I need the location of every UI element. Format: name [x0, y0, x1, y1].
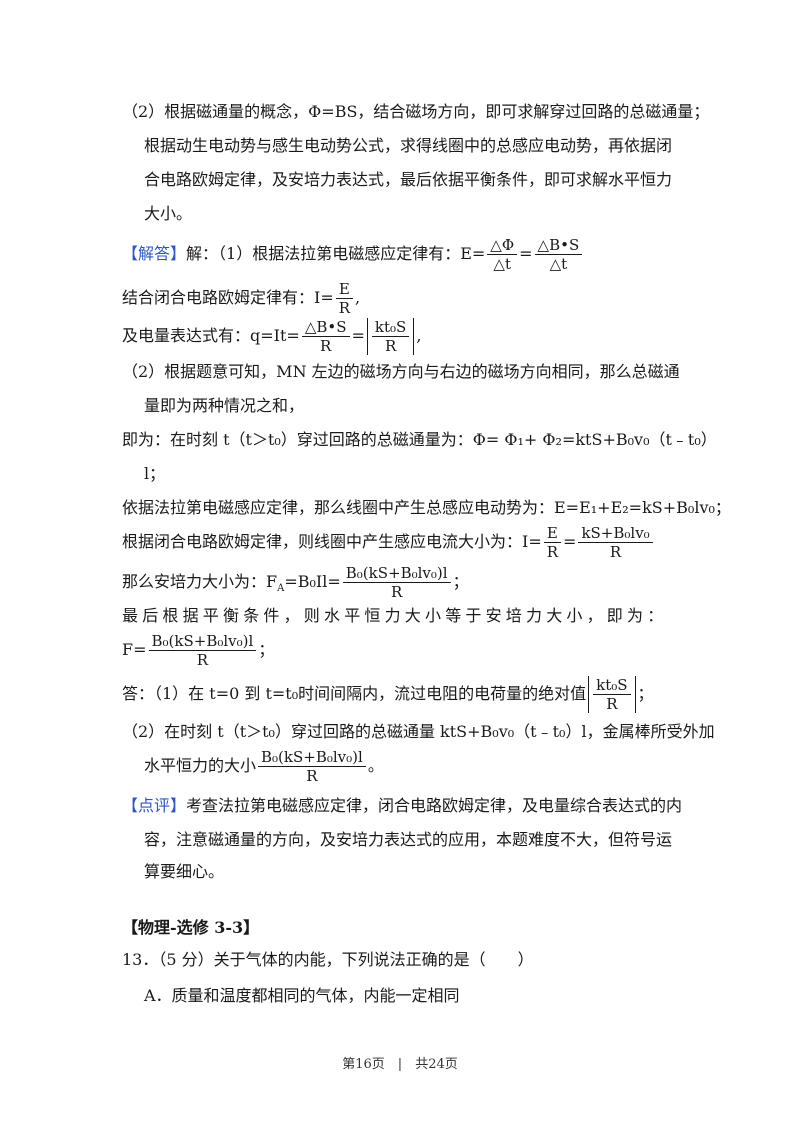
answer-line-1: 【解答】解：（1）根据法拉第电磁感应定律有：E=△Φ△t=△B•S△t — [122, 236, 584, 273]
analysis-line-2: 根据动生电动势与感生电动势公式，求得线圈中的总感应电动势，再依据闭 — [144, 136, 673, 155]
review-tag: 【点评】 — [122, 796, 187, 815]
review-line-2: 容，注意磁通量的方向，及安培力表达式的应用，本题难度不大，但符号运 — [144, 830, 673, 849]
fraction: △B•S△t — [534, 236, 583, 273]
answer-line-7: l； — [144, 464, 166, 483]
answer-line-6: 即为：在时刻 t（t＞t₀）穿过回路的总磁通量为：Φ= Φ₁+ Φ₂=ktS+B… — [122, 430, 717, 449]
review-line-1: 【点评】考查法拉第电磁感应定律，闭合电路欧姆定律，及电量综合表达式的内 — [122, 796, 683, 815]
question-13-stem: 13．（5 分）关于气体的内能，下列说法正确的是（ ） — [122, 950, 534, 969]
answer-line-4: （2）根据题意可知，MN 左边的磁场方向与右边的磁场方向相同，那么总磁通 — [122, 362, 680, 381]
answer-line-11: 最后根据平衡条件，则水平恒力大小等于安培力大小，即为： — [122, 606, 668, 625]
section-heading: 【物理-选修 3-3】 — [122, 918, 260, 937]
review-line-3: 算要细心。 — [144, 862, 225, 881]
answer-tag: 【解答】 — [122, 244, 187, 263]
analysis-line-4: 大小。 — [144, 204, 193, 223]
page-footer: 第16页 | 共24页 — [342, 1057, 458, 1072]
answer-line-14: （2）在时刻 t（t＞t₀）穿过回路的总磁通量 ktS+B₀v₀（t﹣t₀）l，… — [122, 722, 715, 741]
analysis-line-1: （2）根据磁通量的概念，Φ=BS，结合磁场方向，即可求解穿过回路的总磁通量； — [122, 102, 710, 121]
analysis-line-3: 合电路欧姆定律，及安培力表达式，最后依据平衡条件，即可求解水平恒力 — [144, 170, 673, 189]
answer-line-8: 依据法拉第电磁感应定律，那么线圈中产生总感应电动势为：E=E₁+E₂=kS+B₀… — [122, 498, 731, 517]
answer-line-5: 量即为两种情况之和， — [144, 396, 305, 415]
fraction: △Φ△t — [487, 236, 518, 273]
question-13-option-a: A．质量和温度都相同的气体，内能一定相同 — [144, 986, 460, 1005]
